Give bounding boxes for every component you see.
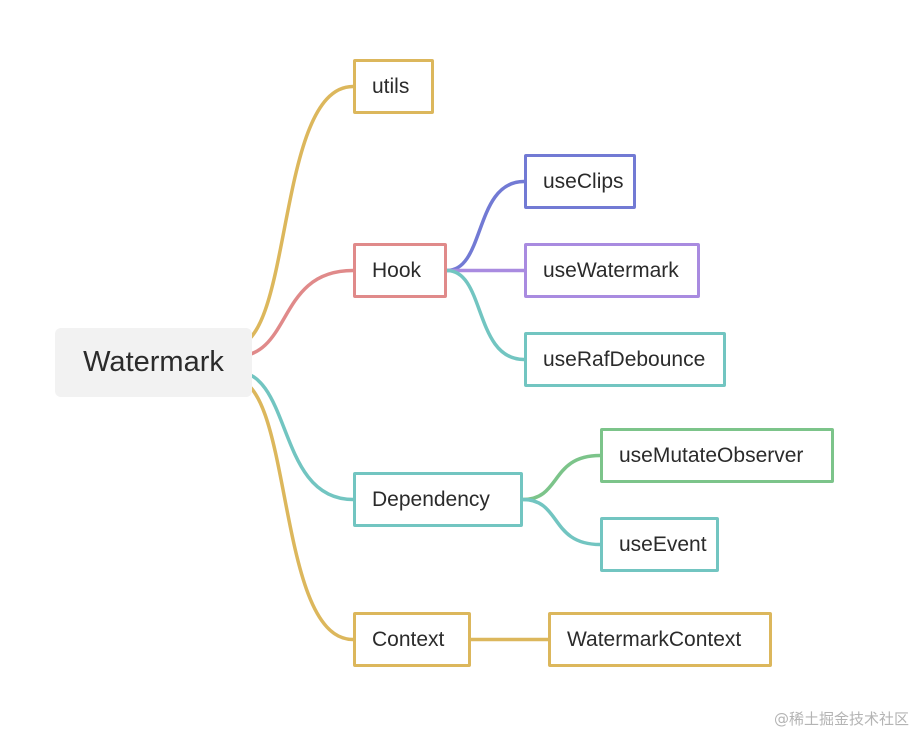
root-node-label: Watermark bbox=[83, 346, 224, 378]
node-label: useMutateObserver bbox=[619, 443, 804, 467]
node-context[interactable]: Context bbox=[353, 612, 471, 667]
node-label: Dependency bbox=[372, 487, 490, 511]
site-credit-watermark: @稀土掘金技术社区 bbox=[773, 710, 909, 728]
connector-root-to-hook bbox=[232, 268, 355, 359]
node-dependency[interactable]: Dependency bbox=[353, 472, 523, 527]
node-label: useWatermark bbox=[543, 258, 679, 282]
node-label: useEvent bbox=[619, 532, 707, 556]
node-use-mutate-observer[interactable]: useMutateObserver bbox=[600, 428, 834, 483]
connector-dependency-to-use_event bbox=[521, 497, 602, 547]
connector-dependency-to-use_mutate_observer bbox=[521, 453, 602, 502]
node-use-clips[interactable]: useClips bbox=[524, 154, 636, 209]
node-utils[interactable]: utils bbox=[353, 59, 434, 114]
connector-hook-to-use_clips bbox=[445, 179, 526, 273]
node-label: Hook bbox=[372, 258, 422, 282]
node-hook[interactable]: Hook bbox=[353, 243, 447, 298]
node-label: utils bbox=[372, 74, 410, 98]
root-node-watermark[interactable]: Watermark bbox=[55, 328, 252, 397]
node-watermark-context[interactable]: WatermarkContext bbox=[548, 612, 772, 667]
connector-root-to-dependency bbox=[232, 368, 355, 502]
node-use-event[interactable]: useEvent bbox=[600, 517, 719, 572]
node-use-watermark[interactable]: useWatermark bbox=[524, 243, 700, 298]
node-label: useRafDebounce bbox=[543, 347, 706, 371]
node-label: useClips bbox=[543, 169, 624, 193]
node-label: WatermarkContext bbox=[567, 627, 742, 651]
node-use-raf-debounce[interactable]: useRafDebounce bbox=[524, 332, 726, 387]
connector-hook-to-use_raf_debounce bbox=[445, 268, 526, 362]
node-label: Context bbox=[372, 627, 445, 651]
connector-root-to-utils bbox=[232, 84, 355, 348]
connector-root-to-context bbox=[232, 377, 355, 642]
